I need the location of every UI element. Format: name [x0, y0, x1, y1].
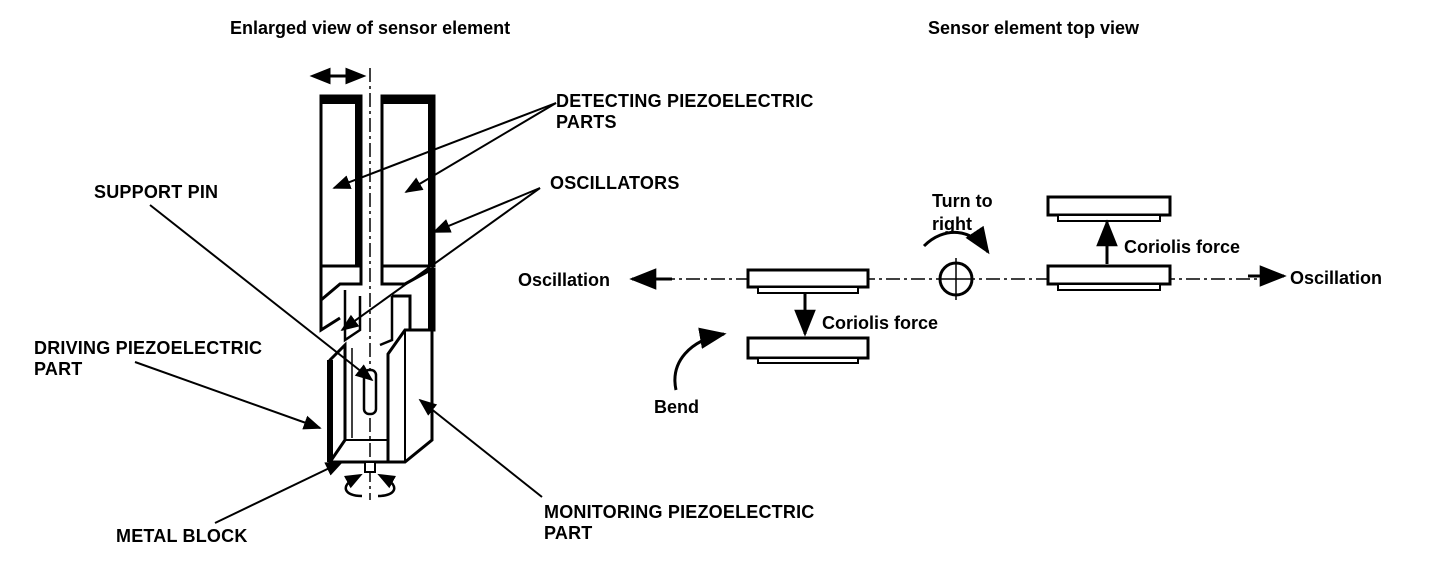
top-view-drawing [629, 195, 1287, 391]
label-oscillation-right: Oscillation [1290, 268, 1382, 288]
label-detecting-1: DETECTING PIEZOELECTRIC [556, 91, 814, 111]
label-oscillators: OSCILLATORS [550, 173, 680, 193]
right-oscillator-base [1046, 264, 1172, 291]
left-oscillator-top [746, 268, 870, 294]
left-prong [319, 94, 363, 333]
label-detecting-2: PARTS [556, 112, 617, 132]
label-bend: Bend [654, 397, 699, 417]
label-coriolis-right: Coriolis force [1124, 237, 1240, 257]
turn-arrow [922, 225, 990, 255]
right-oscillator-displaced [1046, 195, 1172, 222]
left-view-title: Enlarged view of sensor element [230, 18, 510, 38]
label-driving-2: PART [34, 359, 82, 379]
right-view-title: Sensor element top view [928, 18, 1140, 38]
support-pin [362, 368, 378, 416]
label-monitoring-2: PART [544, 523, 592, 543]
rotation-arrow-left [343, 473, 363, 498]
rotation-arrow-right [377, 473, 397, 498]
bend-arrow [673, 327, 727, 391]
bottom-stub [364, 461, 376, 473]
label-metal-block: METAL BLOCK [116, 526, 248, 546]
label-oscillation-left: Oscillation [518, 270, 610, 290]
label-coriolis-left: Coriolis force [822, 313, 938, 333]
label-monitoring-1: MONITORING PIEZOELECTRIC [544, 502, 814, 522]
label-turn-2: right [932, 214, 972, 234]
label-turn-1: Turn to [932, 191, 993, 211]
left-oscillator-displaced [746, 336, 870, 364]
sensor-element-drawing [309, 67, 436, 500]
lower-block [327, 328, 434, 467]
label-driving-1: DRIVING PIEZOELECTRIC [34, 338, 262, 358]
left-leader-lines [134, 102, 557, 524]
label-support-pin: SUPPORT PIN [94, 182, 218, 202]
